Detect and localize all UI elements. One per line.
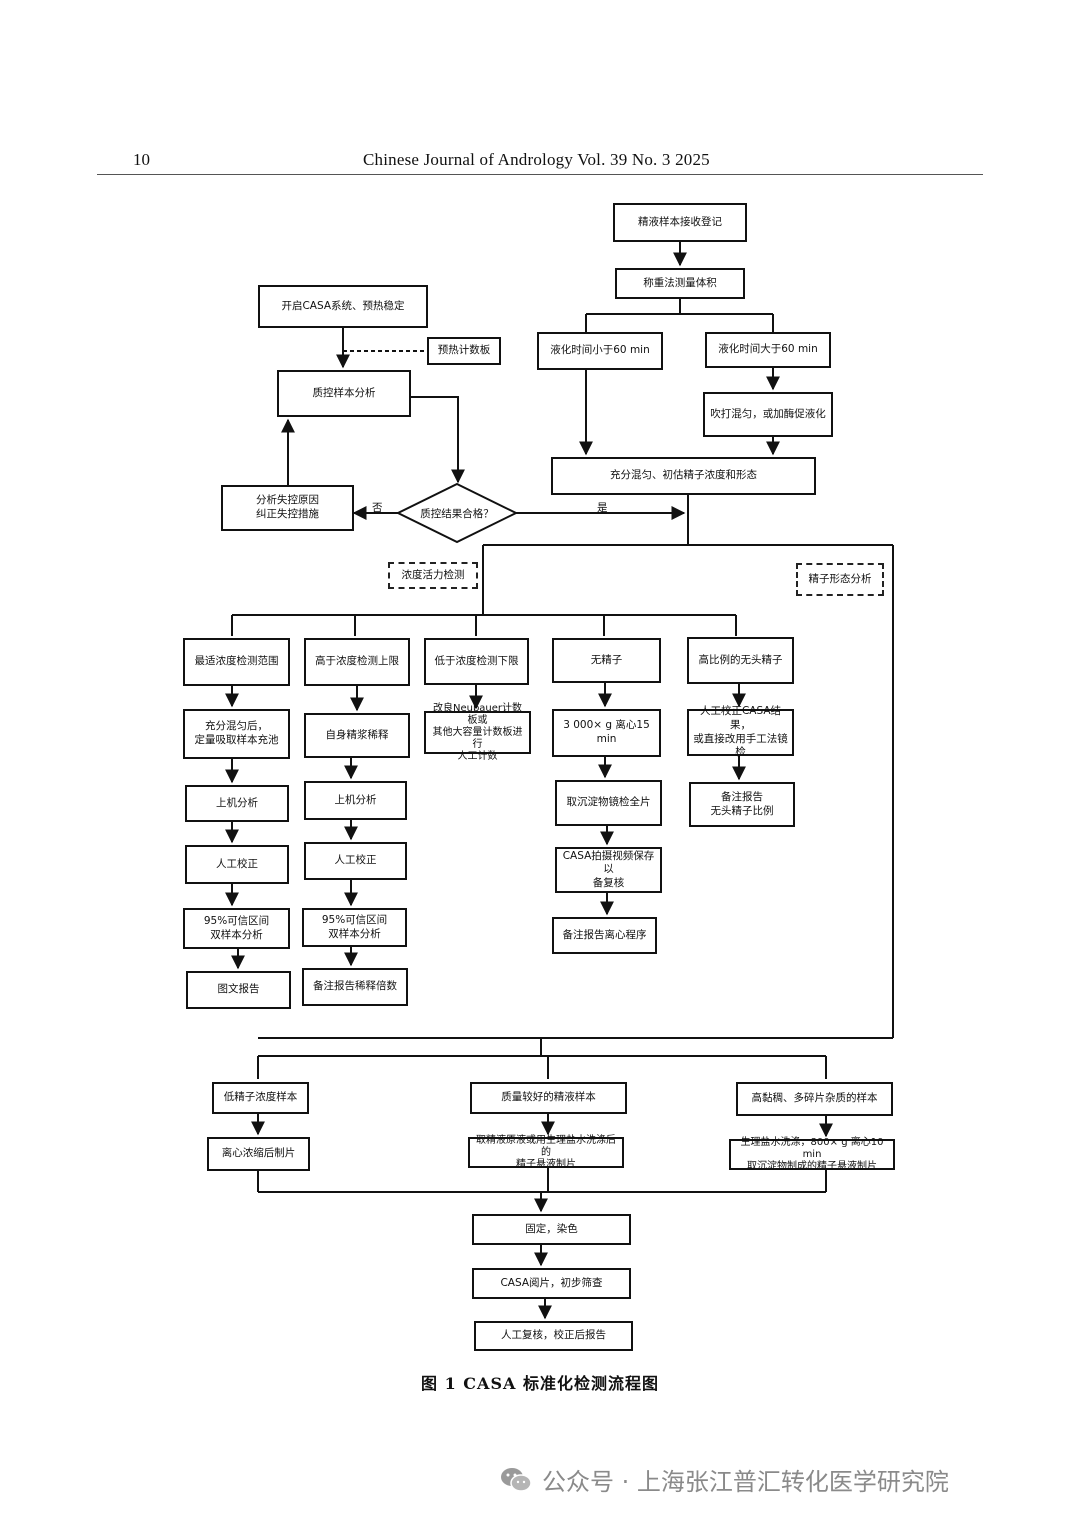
centrifuge-note-box: 备注报告离心程序 (552, 917, 657, 954)
watermark: 公众号 · 上海张江普汇转化医学研究院 (500, 1462, 949, 1497)
receive-box: 精液样本接收登记 (613, 203, 747, 242)
page-number: 10 (133, 150, 150, 169)
edge-label-no: 否 (372, 502, 383, 514)
self-plasma-dilution-box: 自身精浆稀释 (304, 713, 410, 758)
weigh-volume-box: 称重法测量体积 (615, 268, 745, 299)
concentrate-smear-box: 离心浓缩后制片 (207, 1137, 310, 1171)
watermark-text: 公众号 · 上海张江普汇转化医学研究院 (542, 1468, 949, 1496)
c1-manual-correction-box: 人工校正 (185, 845, 289, 884)
c1-run-analysis-box: 上机分析 (185, 785, 289, 822)
azoospermia-box: 无精子 (552, 638, 661, 683)
pipette-enzyme-box: 吹打混匀，或加酶促液化 (703, 392, 833, 437)
mix-estimate-box: 充分混匀、初估精子浓度和形态 (551, 457, 816, 495)
pellet-exam-box: 取沉淀物镜检全片 (555, 780, 662, 826)
casa-start-box: 开启CASA系统、预热稳定 (258, 285, 428, 328)
correct-or-manual-box: 人工校正CASA结果， 或直接改用手工法镜检 (687, 705, 794, 758)
manual-review-report-box: 人工复核，校正后报告 (474, 1321, 633, 1351)
preheat-board-box: 预热计数板 (427, 337, 501, 365)
concentration-motility-tag: 浓度活力检测 (388, 562, 478, 589)
c2-run-analysis-box: 上机分析 (304, 781, 407, 820)
mix-load-chamber-box: 充分混匀后， 定量吸取样本充池 (183, 709, 290, 759)
c2-manual-correction-box: 人工校正 (304, 842, 407, 880)
qc-decision-diamond (395, 482, 519, 544)
c2-ci-analysis-box: 95%可信区间 双样本分析 (302, 908, 407, 947)
wechat-icon (501, 1467, 532, 1492)
below-lower-limit-box: 低于浓度检测下限 (424, 638, 529, 685)
wash-centrifuge-smear-box: 生理盐水洗涤，800× g 离心10 min 取沉淀物制成的精子悬液制片 (729, 1137, 895, 1172)
neubauer-count-box: 改良Neubauer计数板或 其他大容量计数板进行 人工计数 (424, 703, 531, 762)
casa-video-box: CASA拍摄视频保存以 备复核 (555, 847, 662, 893)
edge-label-yes: 是 (597, 502, 608, 514)
headless-sperm-box: 高比例的无头精子 (687, 637, 794, 684)
above-upper-limit-box: 高于浓度检测上限 (304, 638, 410, 686)
qc-decision-label: 质控结果合格？ (420, 507, 494, 520)
centrifuge-box: 3 000× g 离心15 min (552, 709, 661, 757)
qc-correct-box: 分析失控原因 纠正失控措施 (221, 485, 354, 531)
liquefaction-under-60-box: 液化时间小于60 min (537, 332, 663, 370)
image-report-box: 图文报告 (186, 971, 291, 1009)
morphology-tag: 精子形态分析 (796, 563, 884, 596)
fix-stain-box: 固定，染色 (472, 1214, 631, 1245)
liquefaction-over-60-box: 液化时间大于60 min (705, 332, 831, 368)
optimal-range-box: 最适浓度检测范围 (183, 638, 290, 686)
headless-ratio-note-box: 备注报告 无头精子比例 (689, 782, 795, 827)
qc-sample-box: 质控样本分析 (277, 370, 411, 417)
viscous-debris-sample-box: 高黏稠、多碎片杂质的样本 (736, 1082, 893, 1116)
c1-ci-analysis-box: 95%可信区间 双样本分析 (183, 908, 290, 949)
dilution-factor-note-box: 备注报告稀释倍数 (302, 968, 408, 1006)
journal-header: Chinese Journal of Andrology Vol. 39 No.… (363, 150, 710, 169)
good-quality-sample-box: 质量较好的精液样本 (470, 1082, 627, 1114)
raw-or-washed-smear-box: 取精液原液或用生理盐水洗涤后的 精子悬液制片 (468, 1135, 624, 1170)
header-rule (97, 174, 983, 175)
low-concentration-sample-box: 低精子浓度样本 (212, 1082, 309, 1114)
figure-caption: 图 1 CASA 标准化检测流程图 (421, 1374, 659, 1393)
casa-read-screen-box: CASA阅片，初步筛查 (472, 1268, 631, 1299)
